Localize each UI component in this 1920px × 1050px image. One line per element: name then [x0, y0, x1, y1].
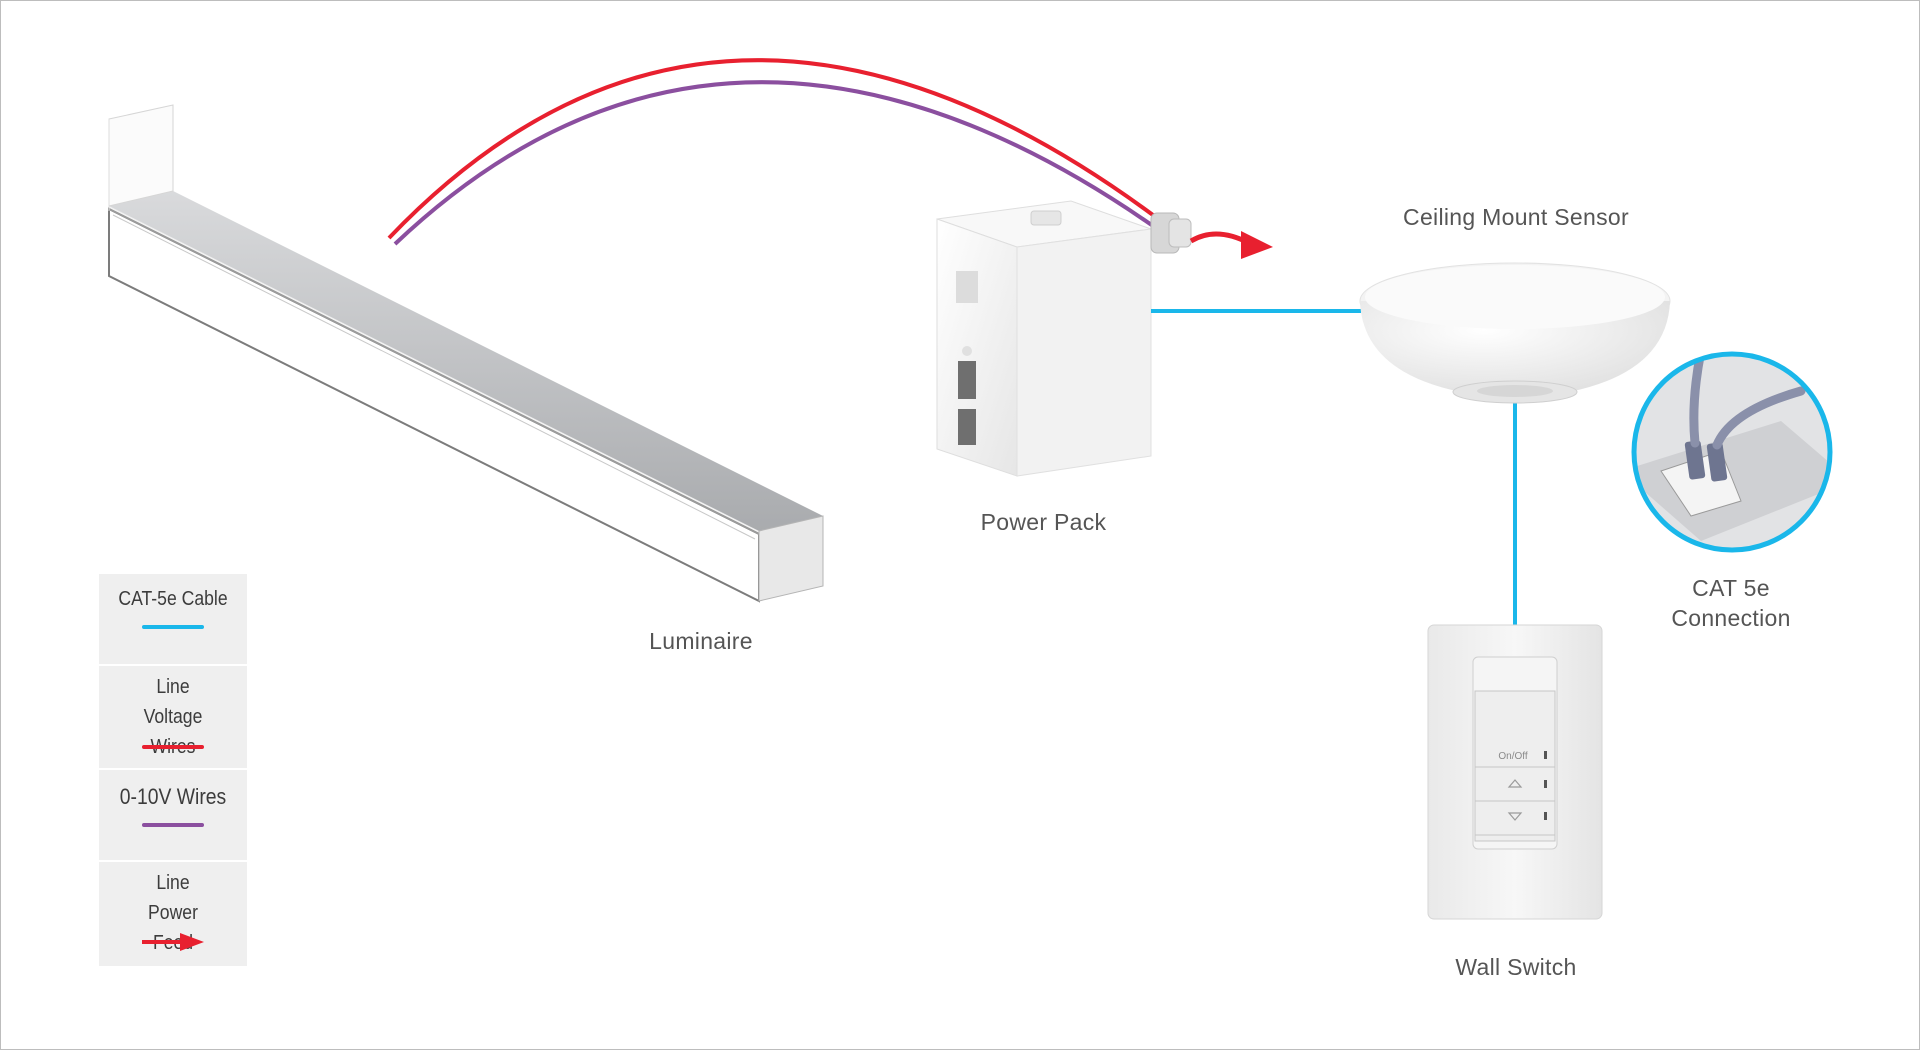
luminaire-label: Luminaire [621, 628, 781, 655]
ceiling-sensor-label: Ceiling Mount Sensor [1361, 204, 1671, 231]
cat5e-connection-label: CAT 5e Connection [1641, 573, 1821, 633]
legend-label: CAT-5e Cable [108, 574, 238, 614]
legend-item-cat5e: CAT-5e Cable [99, 574, 247, 664]
luminaire [109, 105, 823, 601]
line-power-feed-arrowhead [1241, 231, 1273, 259]
wall-switch: On/Off [1428, 625, 1602, 919]
cat5e-connection-zoom [1621, 351, 1851, 550]
legend-item-0-10v: 0-10V Wires [99, 770, 247, 860]
line-power-feed-arrow [1191, 234, 1249, 243]
power-pack [937, 201, 1191, 476]
wall-switch-label: Wall Switch [1431, 954, 1601, 981]
line-voltage-swatch [142, 745, 204, 749]
cat5e-line-swatch [142, 625, 204, 629]
ceiling-mount-sensor [1360, 263, 1670, 403]
zero-ten-v-swatch [142, 823, 204, 827]
legend-item-line-voltage: Line Voltage Wires [99, 666, 247, 768]
on-off-button-label: On/Off [1498, 751, 1527, 762]
legend-label: 0-10V Wires [108, 770, 238, 812]
line-power-feed-arrow-icon [142, 932, 206, 952]
power-pack-label: Power Pack [951, 509, 1136, 536]
legend-item-line-power-feed: Line Power Feed [99, 862, 247, 966]
